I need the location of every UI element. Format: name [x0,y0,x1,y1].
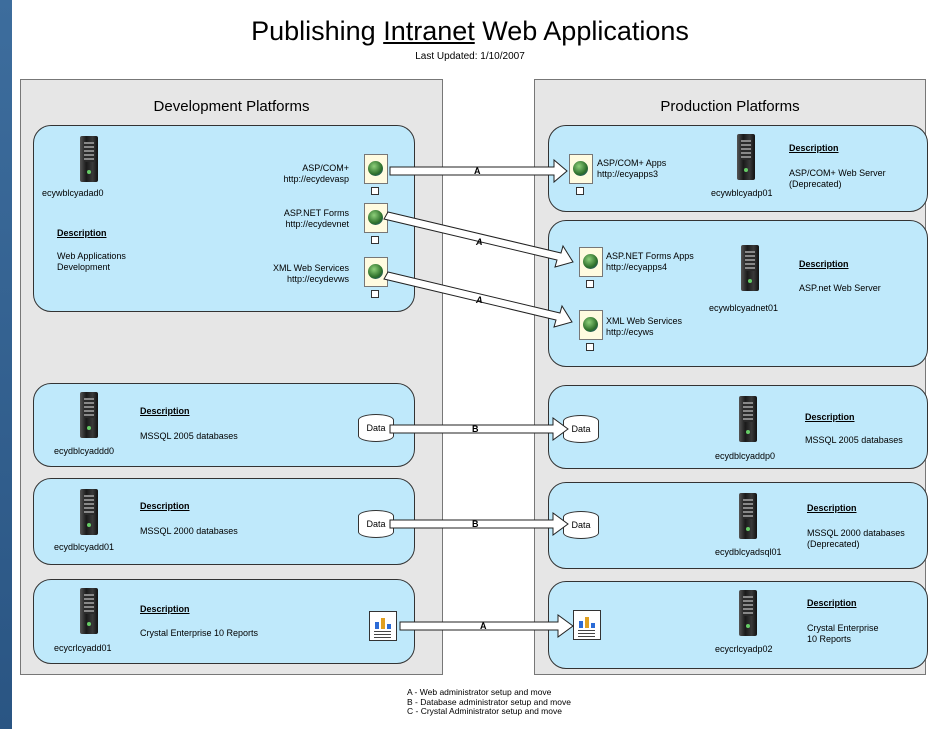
legend: A - Web administrator setup and move B -… [407,687,571,717]
web-document-icon [579,247,603,288]
server-name: ecywblcyadp01 [711,188,773,198]
transfer-arrows: A A A B B A [383,158,574,638]
app-url: http://ecydevasp [283,174,349,184]
arrow-label: B [472,519,479,529]
app-url: http://ecyapps4 [606,262,668,272]
description-label: Description [140,501,190,511]
arrow-asp: A [389,158,568,184]
page-title: Publishing Intranet Web Applications [251,16,689,46]
server-icon [80,136,98,182]
arrow-sql2000: B [389,512,569,536]
description-label: Description [789,143,839,153]
server-icon [737,134,755,180]
app-name: XML Web Services [272,263,349,273]
app-name: ASP.NET Forms Apps [606,251,694,261]
description-text: (Deprecated) [807,539,860,549]
server-name: ecydblcyadsql01 [715,547,782,557]
description-label: Description [807,598,857,608]
server-name: ecycrlcyadd01 [54,643,112,653]
description-text: Web Applications [57,251,126,261]
title-underlined-word: Intranet [383,16,475,46]
app-name: XML Web Services [606,316,683,326]
arrow-crystal: A [399,614,574,638]
server-icon [741,245,759,291]
server-icon [80,489,98,535]
report-icon [369,611,397,641]
app-name: ASP/COM+ [302,163,349,173]
window-edge [0,0,12,729]
app-name: ASP/COM+ Apps [597,158,667,168]
web-document-icon [364,154,388,195]
arrow-label: A [475,295,483,305]
app-url: http://ecydevws [286,274,349,284]
prod-crystal-panel: ecycrlcyadp02 Description Crystal Enterp… [548,581,928,669]
web-document-icon [579,310,603,351]
legend-item: C - Crystal Administrator setup and move [407,706,562,717]
description-label: Description [799,259,849,269]
server-icon [739,590,757,636]
description-text: ASP/COM+ Web Server [789,168,886,178]
report-icon [573,610,601,640]
arrow-label: B [472,424,479,434]
server-name: ecydblcyaddd0 [54,446,115,456]
legend-item: B - Database administrator setup and mov… [407,696,571,707]
production-heading: Production Platforms [660,98,800,115]
server-icon [80,392,98,438]
web-document-icon [569,154,593,195]
description-label: Description [57,228,107,238]
server-name: ecycrlcyadp02 [715,644,773,654]
description-text: (Deprecated) [789,179,842,189]
server-name: ecywblcyadnet01 [709,303,779,313]
description-label: Description [807,503,857,513]
development-heading: Development Platforms [153,98,310,115]
prod-net-panel: ASP.NET Forms Apps http://ecyapps4 XML W… [548,220,928,367]
server-icon [80,588,98,634]
diagram-page: Publishing Intranet Web Applications Las… [12,0,928,729]
legend-item: A - Web administrator setup and move [407,687,552,697]
app-url: http://ecyws [606,327,654,337]
description-text: MSSQL 2000 databases [807,528,905,538]
description-label: Description [140,604,190,614]
dev-crystal-panel: ecycrlcyadd01 Description Crystal Enterp… [33,579,415,664]
prod-sql2000-panel: Data ecydblcyadsql01 Description MSSQL 2… [548,482,928,569]
server-icon [739,493,757,539]
description-text: Crystal Enterprise 10 Reports [140,628,259,638]
server-name: ecywblcyadad0 [42,188,104,198]
description-text: MSSQL 2005 databases [805,435,903,445]
app-url: http://ecydevnet [285,219,349,229]
description-text: Development [57,262,111,272]
description-text: MSSQL 2005 databases [140,431,238,441]
arrow-sql2005: B [389,417,569,441]
server-icon [739,396,757,442]
arrow-label: A [474,166,481,176]
description-label: Description [140,406,190,416]
app-name: ASP.NET Forms [283,208,349,218]
description-label: Description [805,412,855,422]
arrow-net: A [383,211,574,268]
last-updated: Last Updated: 1/10/2007 [415,51,525,62]
dev-web-panel: ecywblcyadad0 Description Web Applicatio… [33,125,415,312]
server-name: ecydblcyadd01 [54,542,115,552]
arrow-ws: A [383,271,573,328]
description-text: Crystal Enterprise [807,623,879,633]
description-text: ASP.net Web Server [799,283,881,293]
arrow-label: A [475,237,483,247]
app-url: http://ecyapps3 [597,169,659,179]
web-document-icon [364,257,388,298]
dev-sql2005-panel: ecydblcyaddd0 Description MSSQL 2005 dat… [33,383,415,467]
description-text: MSSQL 2000 databases [140,526,238,536]
arrow-label: A [480,621,487,631]
server-name: ecydblcyaddp0 [715,451,776,461]
description-text: 10 Reports [807,634,852,644]
prod-asp-panel: ASP/COM+ Apps http://ecyapps3 ecywblcyad… [548,125,928,212]
